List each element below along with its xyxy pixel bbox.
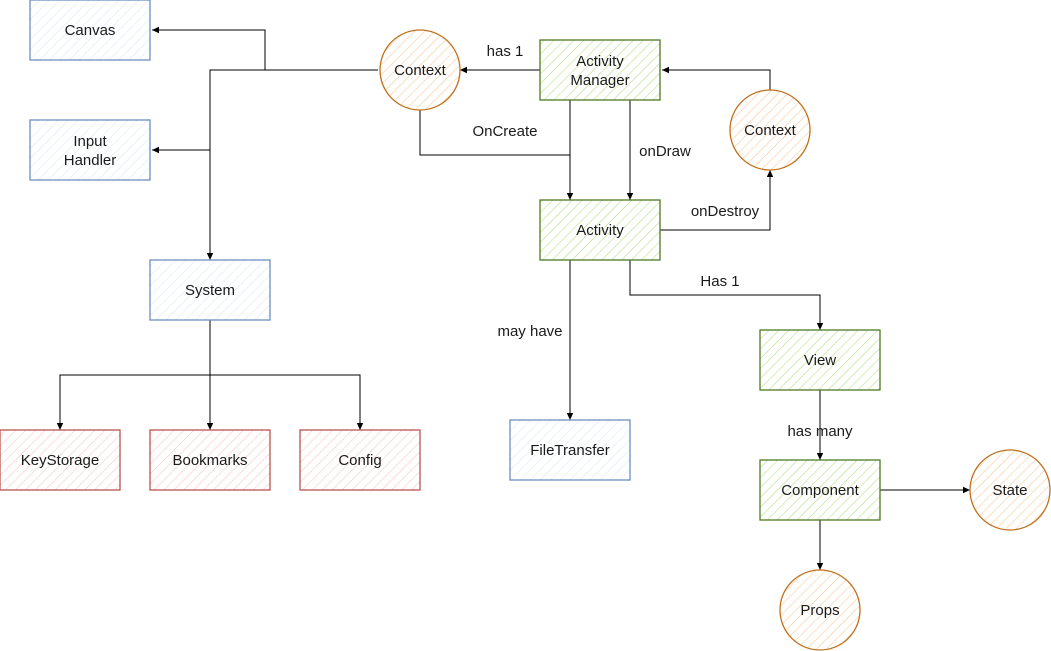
- node-filetransfer-label: FileTransfer: [530, 442, 609, 459]
- node-props[interactable]: Props: [779, 569, 861, 651]
- node-context-right-label: Context: [744, 122, 797, 139]
- label-has-1-view: Has 1: [700, 273, 739, 290]
- label-has-1: has 1: [487, 43, 524, 60]
- edge-ondestroy: [660, 170, 774, 231]
- node-input-handler[interactable]: Input Handler: [29, 119, 151, 181]
- node-state-circle: [969, 449, 1051, 531]
- node-filetransfer[interactable]: FileTransfer: [509, 419, 631, 481]
- edge-oncreate: [419, 110, 570, 156]
- edge-system-to-keystorage: [56, 320, 211, 430]
- node-state-label: State: [992, 482, 1027, 499]
- node-state[interactable]: State: [969, 449, 1051, 531]
- node-canvas-box: [29, 0, 151, 61]
- node-view-label: View: [804, 352, 836, 369]
- node-filetransfer-box: [509, 419, 631, 481]
- node-component-label: Component: [781, 482, 859, 499]
- node-input-handler-label-2: Handler: [64, 152, 117, 169]
- node-bookmarks[interactable]: Bookmarks: [149, 429, 271, 491]
- node-view[interactable]: View: [759, 329, 881, 391]
- node-component-box: [759, 459, 881, 521]
- node-config[interactable]: Config: [299, 429, 421, 491]
- node-system-label: System: [185, 282, 235, 299]
- label-ondestroy: onDestroy: [691, 203, 760, 220]
- node-config-label: Config: [338, 452, 381, 469]
- node-view-box: [759, 329, 881, 391]
- node-system-box: [149, 259, 271, 321]
- node-activity[interactable]: Activity: [539, 199, 661, 261]
- node-activity-label: Activity: [576, 222, 624, 239]
- node-activity-box: [539, 199, 661, 261]
- node-activity-manager-box: [539, 39, 661, 101]
- node-keystorage-box: [0, 429, 121, 491]
- node-bookmarks-box: [149, 429, 271, 491]
- node-keystorage[interactable]: KeyStorage: [0, 429, 121, 491]
- node-context-left-label: Context: [394, 62, 447, 79]
- edge-system-to-config: [210, 374, 364, 430]
- node-context-right-circle: [729, 89, 811, 171]
- node-bookmarks-label: Bookmarks: [172, 452, 247, 469]
- node-keystorage-label: KeyStorage: [21, 452, 99, 469]
- label-has-many: has many: [787, 423, 853, 440]
- node-canvas[interactable]: Canvas: [29, 0, 151, 61]
- node-activity-manager-label-1: Activity: [576, 53, 624, 70]
- node-props-label: Props: [800, 602, 839, 619]
- edge-context-to-canvas: [152, 26, 378, 71]
- label-ondraw: onDraw: [639, 143, 691, 160]
- node-activity-manager[interactable]: Activity Manager: [539, 39, 661, 101]
- edge-context-to-system: [206, 69, 265, 260]
- node-system[interactable]: System: [149, 259, 271, 321]
- node-input-handler-label-1: Input: [73, 133, 107, 150]
- edge-labels: has 1 OnCreate onDraw onDestroy Has 1 ma…: [472, 43, 853, 440]
- node-component[interactable]: Component: [759, 459, 881, 521]
- node-context-left[interactable]: Context: [379, 29, 461, 111]
- node-props-circle: [779, 569, 861, 651]
- node-canvas-label: Canvas: [65, 22, 116, 39]
- node-context-left-circle: [379, 29, 461, 111]
- edge-activity-to-view: [629, 260, 824, 330]
- label-oncreate: OnCreate: [472, 123, 537, 140]
- edges: [56, 26, 970, 570]
- node-context-right[interactable]: Context: [729, 89, 811, 171]
- node-input-handler-box: [29, 119, 151, 181]
- label-may-have: may have: [497, 323, 562, 340]
- node-config-box: [299, 429, 421, 491]
- edge-context-right-to-manager: [662, 66, 771, 90]
- node-activity-manager-label-2: Manager: [570, 72, 629, 89]
